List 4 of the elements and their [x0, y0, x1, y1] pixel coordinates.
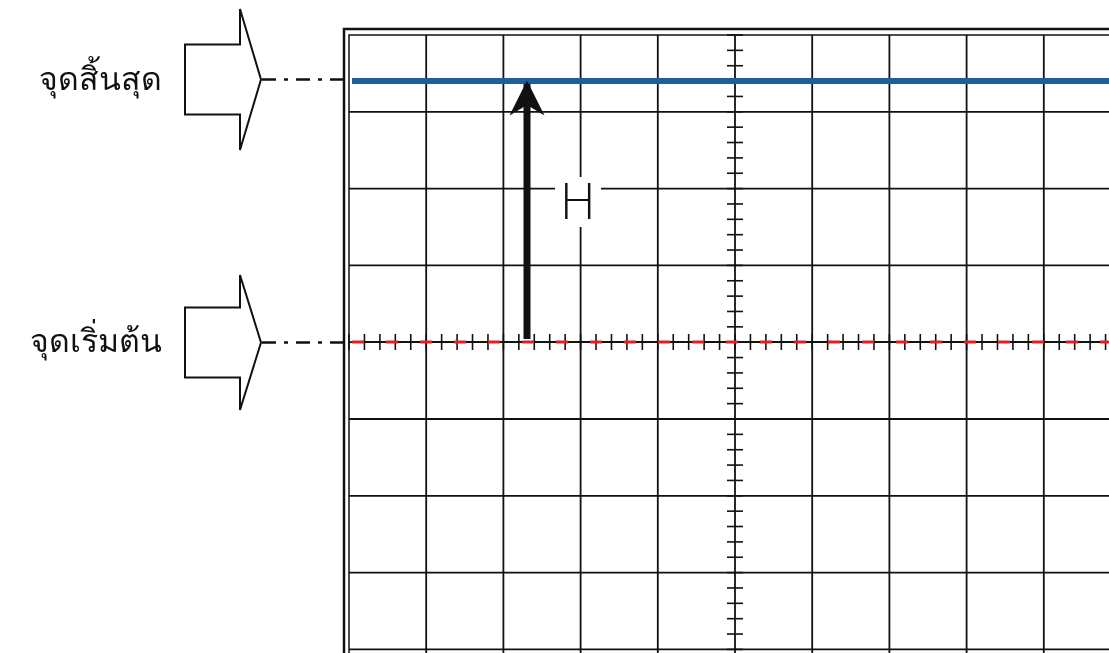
end-level-trace	[352, 78, 1109, 84]
baseline-trace	[352, 339, 1109, 345]
edge-label: H	[555, 176, 601, 227]
arrow	[509, 80, 545, 339]
